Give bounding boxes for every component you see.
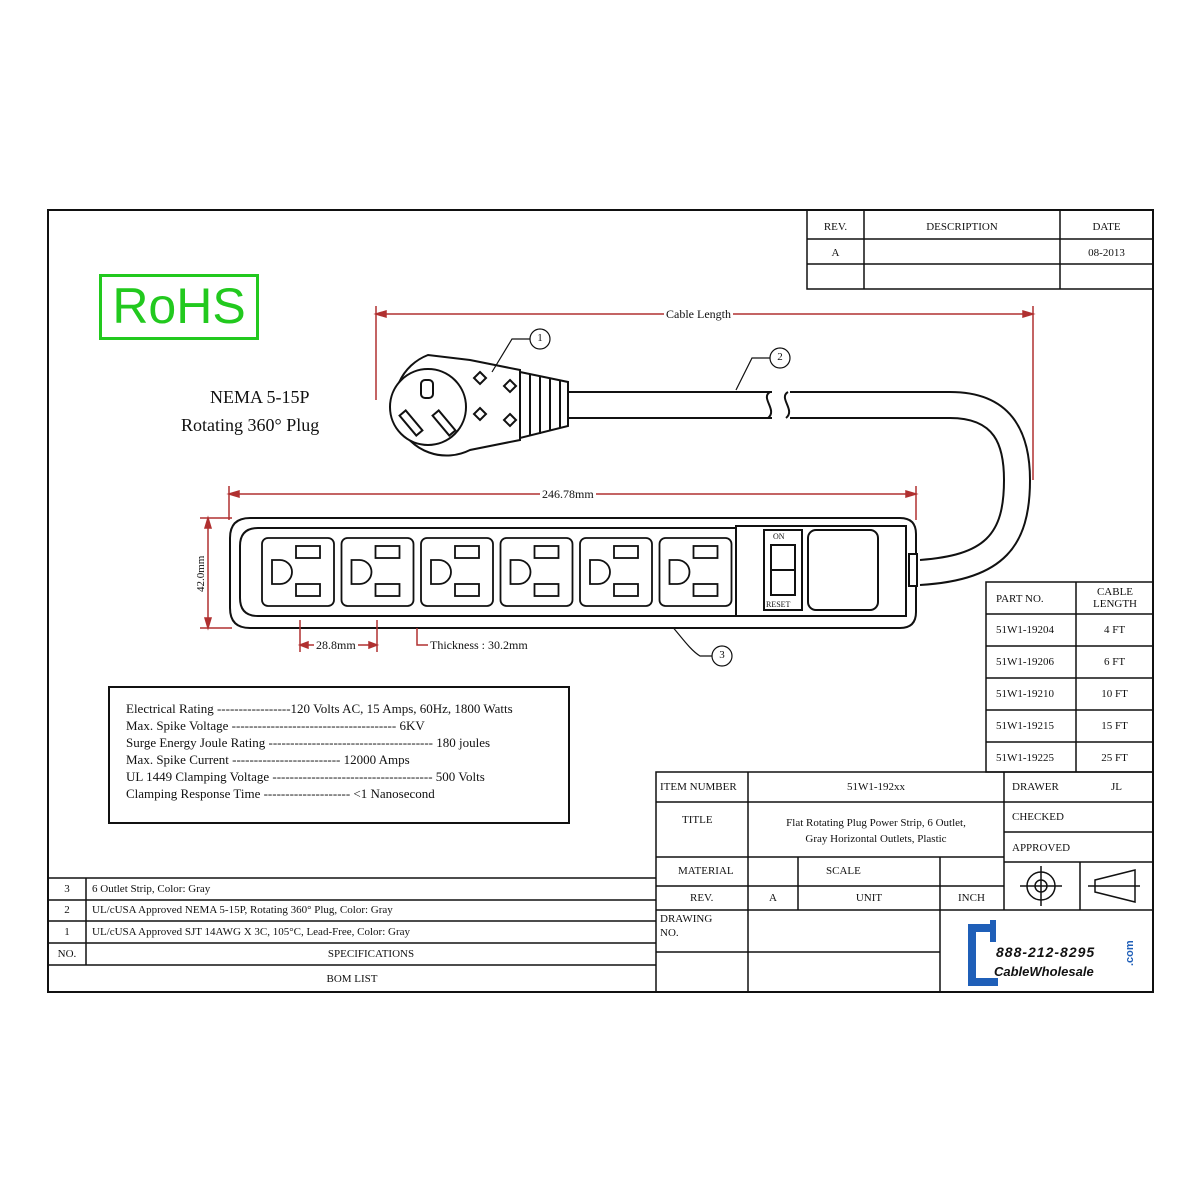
title-label: TITLE	[682, 814, 713, 826]
plug-label-line2: Rotating 360° Plug	[181, 415, 320, 435]
item-number-label: ITEM NUMBER	[660, 781, 737, 793]
drawing-no-label-2: NO.	[660, 927, 679, 939]
checked-label: CHECKED	[1012, 811, 1064, 823]
spec-clamping-voltage: UL 1449 Clamping Voltage ---------------…	[126, 769, 485, 784]
drawer-value: JL	[1111, 781, 1122, 793]
part-no-6ft: 51W1-19206	[996, 656, 1055, 668]
callout-2: 2	[777, 351, 783, 363]
outlet-6	[658, 537, 733, 607]
cable-length-10ft: 10 FT	[1101, 688, 1128, 700]
cable-length-header: CABLE LENGTH	[1093, 586, 1137, 610]
title-line1: Flat Rotating Plug Power Strip, 6 Outlet…	[786, 817, 966, 829]
drawing-no-label-1: DRAWING	[660, 913, 713, 925]
bom-item-3-no: 3	[64, 883, 70, 895]
switch-reset-label: RESET	[766, 600, 791, 609]
unit-value: INCH	[958, 892, 985, 904]
date-value: 08-2013	[1088, 247, 1125, 259]
spec-max-spike-current: Max. Spike Current ---------------------…	[126, 752, 410, 767]
rohs-badge: RoHS	[99, 274, 259, 340]
rev-header: REV.	[823, 221, 848, 233]
outlet-1	[261, 537, 335, 607]
bom-grid	[48, 877, 656, 966]
rev-value-title: A	[769, 892, 777, 904]
power-cable	[568, 391, 1032, 586]
part-table-grid	[985, 581, 1154, 773]
callout-1: 1	[537, 332, 543, 344]
brand-dotcom: .com	[1124, 940, 1136, 966]
item-number-value: 51W1-192xx	[846, 781, 906, 793]
bom-item-1-spec: UL/cUSA Approved SJT 14AWG X 3C, 105°C, …	[92, 926, 411, 938]
title-line2: Gray Horizontal Outlets, Plastic	[805, 833, 947, 845]
outlets	[261, 537, 733, 607]
unit-label: UNIT	[855, 892, 883, 904]
drawer-label: DRAWER	[1012, 781, 1059, 793]
bom-item-3-spec: 6 Outlet Strip, Color: Gray	[92, 883, 211, 895]
outlet-4	[499, 537, 574, 607]
bom-item-2-spec: UL/cUSA Approved NEMA 5-15P, Rotating 36…	[92, 904, 393, 916]
part-no-10ft: 51W1-19210	[996, 688, 1055, 700]
bom-no-header: NO.	[57, 948, 77, 960]
description-header: DESCRIPTION	[926, 221, 998, 233]
bom-item-1-no: 1	[64, 926, 70, 938]
strip-height-label: 42.0mm	[195, 555, 207, 592]
brand-name: CableWholesale	[994, 964, 1094, 979]
rev-label: REV.	[690, 892, 714, 904]
bom-title: BOM LIST	[326, 973, 378, 985]
thickness-label: Thickness : 30.2mm	[430, 638, 528, 652]
callout-3: 3	[719, 649, 725, 661]
rev-value: A	[831, 247, 840, 259]
spec-joule-rating: Surge Energy Joule Rating --------------…	[126, 735, 491, 750]
plug-label-line1: NEMA 5-15P	[210, 387, 310, 407]
cable-length-6ft: 6 FT	[1103, 656, 1126, 668]
outlet-5	[579, 537, 653, 607]
strip-length-label: 246.78mm	[540, 487, 596, 501]
part-no-15ft: 51W1-19215	[996, 720, 1055, 732]
cable-length-15ft: 15 FT	[1101, 720, 1128, 732]
scale-label: SCALE	[826, 865, 861, 877]
spec-electrical-rating: Electrical Rating -----------------120 V…	[126, 701, 513, 716]
strip-height-dimension	[200, 515, 232, 631]
part-no-header: PART NO.	[996, 593, 1044, 605]
spec-response-time: Clamping Response Time -----------------…	[126, 786, 435, 801]
date-header: DATE	[1092, 221, 1121, 233]
revision-block-grid	[806, 209, 1154, 290]
part-no-4ft: 51W1-19204	[996, 624, 1055, 636]
cable-length-25ft: 25 FT	[1101, 752, 1128, 764]
outlet-pitch-label: 28.8mm	[314, 638, 358, 652]
bom-item-2-no: 2	[64, 904, 70, 916]
third-angle-projection-icon	[1020, 866, 1140, 906]
title-block-grid	[655, 771, 1154, 993]
electrical-spec-box: Electrical Rating -----------------120 V…	[108, 686, 570, 824]
cable-length-label: Cable Length	[664, 307, 733, 321]
thickness-leader	[416, 628, 428, 646]
outlet-2	[340, 537, 415, 607]
brand-phone: 888-212-8295	[996, 944, 1096, 960]
bom-spec-header: SPECIFICATIONS	[327, 948, 415, 960]
spec-max-spike-voltage: Max. Spike Voltage ---------------------…	[126, 718, 425, 733]
outlet-3	[420, 537, 494, 607]
switch-on-label: ON	[773, 532, 785, 541]
material-label: MATERIAL	[678, 865, 734, 877]
approved-label: APPROVED	[1012, 842, 1071, 854]
cable-length-4ft: 4 FT	[1103, 624, 1126, 636]
part-no-25ft: 51W1-19225	[996, 752, 1055, 764]
rotating-plug	[389, 353, 569, 457]
cablewholesale-logo-icon	[968, 920, 998, 986]
